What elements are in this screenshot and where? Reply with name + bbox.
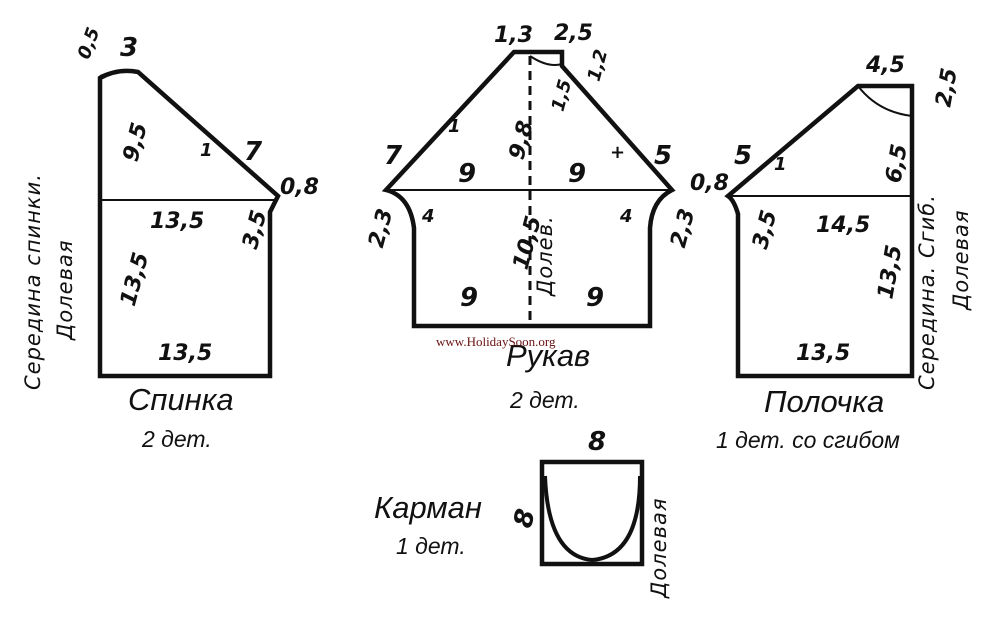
sleeve-dim-cap-height: 9,8	[505, 118, 539, 162]
sleeve-dim-right-raglan: 5	[654, 141, 672, 171]
back-dim-chest: 13,5	[150, 209, 204, 234]
sleeve-top-curve	[529, 55, 563, 66]
front-dim-hem: 13,5	[796, 341, 850, 366]
sleeve-dim-right-half: 9	[568, 159, 586, 189]
sleeve-dim-left-underarm: 2,3	[364, 206, 398, 250]
back-dim-armhole: 3,5	[238, 208, 272, 252]
sleeve-title: Рукав	[506, 338, 590, 373]
back-dim-raglan-notch: 1	[200, 140, 213, 161]
sleeve-dim-left-half: 9	[458, 159, 476, 189]
front-piece: 4,5 2,5 5 1 0,8 6,5 3,5 14,5 13,5 13,5 С…	[690, 53, 973, 453]
front-dim-raglan-len: 5	[734, 141, 752, 171]
front-title: Полочка	[764, 384, 884, 419]
pocket-count: 1 дет.	[396, 533, 466, 559]
front-dim-underarm: 0,8	[690, 171, 729, 196]
sleeve-dim-right-notch: +	[610, 142, 625, 163]
back-count: 2 дет.	[141, 426, 212, 452]
front-label-center: Середина. Сгиб.	[915, 194, 939, 390]
front-count: 1 дет. со сгибом	[716, 427, 900, 453]
front-dim-chest: 14,5	[816, 213, 870, 238]
pocket-dim-width: 8	[588, 427, 606, 457]
sleeve-dim-right-seam: 4	[619, 206, 633, 227]
sleeve-dim-left-notch: 1	[448, 116, 461, 137]
watermark: www.HolidaySoon.org	[436, 334, 556, 349]
back-dim-underarm: 0,8	[280, 175, 319, 200]
sleeve-dim-top-drop: 1,2	[584, 47, 613, 83]
sleeve-outline	[381, 49, 676, 329]
front-label-grain: Долевая	[949, 210, 973, 311]
sleeve-dim-left-raglan: 7	[384, 141, 403, 171]
pocket-outline	[539, 459, 645, 567]
back-dim-raglan-height: 9,5	[119, 120, 153, 164]
pocket-dim-height: 8	[508, 506, 542, 531]
back-label-center: Середина спинки.	[21, 173, 45, 390]
front-neck-curve	[857, 85, 913, 117]
front-dim-armhole: 3,5	[748, 208, 782, 252]
front-dim-body-height: 13,5	[873, 243, 907, 301]
sleeve-label-grain: Долев.	[533, 215, 557, 297]
back-title: Спинка	[128, 382, 234, 417]
front-dim-raglan-notch: 1	[774, 154, 787, 175]
pocket-label-grain: Долевая	[647, 498, 671, 599]
front-dim-neck-drop: 2,5	[931, 66, 962, 109]
pocket-title: Карман	[374, 490, 482, 525]
front-dim-neck-width: 4,5	[865, 53, 905, 78]
back-neck-curve	[99, 69, 137, 77]
pocket-curve	[543, 475, 642, 563]
pocket-piece: 8 8 Долевая Карман 1 дет.	[374, 427, 671, 599]
sleeve-count: 2 дет.	[509, 387, 580, 413]
sleeve-dim-cuff-left: 9	[460, 283, 478, 313]
sleeve-dim-top-right: 2,5	[554, 21, 593, 46]
sleeve-dim-center-drop: 1,5	[548, 77, 577, 113]
back-label-grain: Долевая	[53, 240, 77, 341]
back-dim-neck-width: 3	[120, 33, 138, 63]
back-dim-hem: 13,5	[158, 341, 212, 366]
sleeve-piece: 1,3 2,5 1,2 1,5 9,8 7 5 1 + 9 9 2,3 2,3 …	[364, 21, 700, 413]
front-dim-raglan-height: 6,5	[881, 142, 912, 185]
back-dim-raglan-len: 7	[244, 137, 263, 167]
sleeve-dim-right-underarm: 2,3	[666, 206, 700, 250]
back-dim-body-height: 13,5	[116, 250, 154, 309]
back-dim-neck-drop: 0,5	[74, 25, 105, 62]
back-piece: 0,5 3 9,5 7 1 0,8 13,5 3,5 13,5 13,5 Сер…	[21, 25, 319, 452]
sleeve-dim-top-left: 1,3	[494, 23, 533, 48]
sleeve-dim-left-seam: 4	[421, 206, 435, 227]
sleeve-dim-cuff-right: 9	[586, 283, 604, 313]
